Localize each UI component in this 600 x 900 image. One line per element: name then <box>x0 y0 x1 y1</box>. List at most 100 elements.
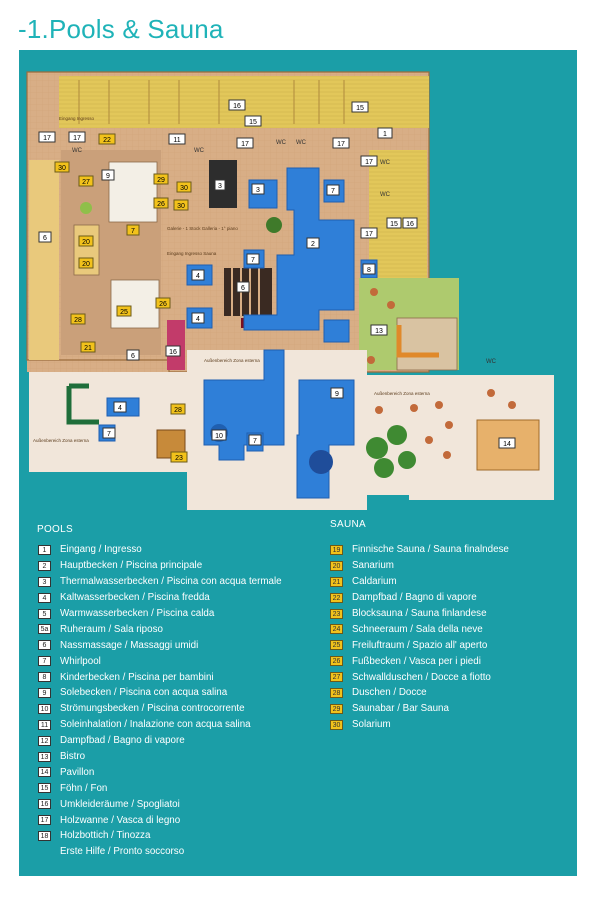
legend-label: Dampfbad / Bagno di vapore <box>352 592 477 604</box>
legend-label: Duschen / Docce <box>352 687 427 699</box>
map-badge-sauna: 22 23 27 30 20 20 21 28 25 7 29 26 30 30… <box>54 133 192 463</box>
legend-label: Eingang / Ingresso <box>60 544 142 556</box>
legend-label: Saunabar / Bar Sauna <box>352 703 449 715</box>
legend-label: Pavillon <box>60 766 95 778</box>
svg-text:4: 4 <box>118 405 122 412</box>
svg-text:15: 15 <box>356 105 364 112</box>
svg-text:15: 15 <box>249 119 257 126</box>
legend-label: Caldarium <box>352 576 397 588</box>
svg-text:1: 1 <box>383 131 387 138</box>
legend-item: 23 Blocksauna / Sauna finlandese <box>330 606 509 622</box>
wc-label: WC <box>276 140 287 146</box>
svg-text:21: 21 <box>84 345 92 352</box>
changing-magenta <box>167 320 185 370</box>
legend-number-badge: 26 <box>330 656 343 667</box>
legend-item: Erste Hilfe / Pronto soccorso <box>38 844 282 860</box>
svg-text:16: 16 <box>233 103 241 110</box>
legend-number-badge: 19 <box>330 544 343 555</box>
legend-label: Sanarium <box>352 560 394 572</box>
legend-label: Dampfbad / Bagno di vapore <box>60 735 185 747</box>
legend-label: Blocksauna / Sauna finlandese <box>352 608 487 619</box>
legend-number-badge: 22 <box>330 592 343 603</box>
legend-number-badge: 30 <box>330 719 343 730</box>
svg-text:7: 7 <box>107 431 111 438</box>
wc-label: WC <box>194 148 205 154</box>
legend-label: Schwallduschen / Docce a fiotto <box>352 671 491 683</box>
svg-text:4: 4 <box>196 273 200 280</box>
legend-number-badge: 8 <box>38 672 51 683</box>
svg-text:26: 26 <box>157 201 165 208</box>
legend-item: 7 Whirlpool <box>38 653 282 669</box>
legend-label: Ruheraum / Sala riposo <box>60 623 163 635</box>
legend-number-badge: 29 <box>330 703 343 714</box>
legend-number-badge: 28 <box>330 687 343 698</box>
legend-label: Schneeraum / Sala della neve <box>352 623 483 635</box>
svg-text:30: 30 <box>58 165 66 172</box>
legend-item: 5 Warmwasserbecken / Piscina calda <box>38 606 282 622</box>
svg-text:17: 17 <box>365 159 373 166</box>
svg-text:17: 17 <box>337 141 345 148</box>
wc-label: WC <box>296 140 307 146</box>
tree-icon <box>366 437 388 459</box>
legend-number-badge: 9 <box>38 687 51 698</box>
corridor-left <box>29 160 59 360</box>
svg-text:7: 7 <box>253 438 257 445</box>
legend-label: Nassmassage / Massaggi umidi <box>60 639 199 651</box>
legend-number-badge: 7 <box>38 656 51 667</box>
palm-icon <box>80 202 92 214</box>
svg-text:9: 9 <box>335 391 339 398</box>
gallery-label: Galerie - 1 Stock Galleria - 1° piano <box>167 226 238 231</box>
legend-number-badge: 10 <box>38 703 51 714</box>
legend-number-badge: 23 <box>330 608 343 619</box>
wc-label: WC <box>72 148 83 154</box>
svg-text:23: 23 <box>175 455 183 462</box>
legend-number-badge: 5 <box>38 608 51 619</box>
svg-text:13: 13 <box>375 328 383 335</box>
legend-number-badge: 16 <box>38 799 51 810</box>
legend-label: Warmwasserbecken / Piscina calda <box>60 608 215 619</box>
legend-number-badge: 3 <box>38 576 51 587</box>
svg-text:9: 9 <box>106 173 110 180</box>
wc-label: WC <box>380 192 391 198</box>
tree-icon <box>387 425 407 445</box>
legend-item: 22 Dampfbad / Bagno di vapore <box>330 590 509 606</box>
svg-text:3: 3 <box>218 183 222 190</box>
svg-text:28: 28 <box>174 407 182 414</box>
outdoor-sauna-label: Außenbereich Zona esterna <box>374 391 430 396</box>
legend-number-badge: 25 <box>330 640 343 651</box>
legend-number-badge: 15 <box>38 783 51 794</box>
svg-text:17: 17 <box>365 231 373 238</box>
svg-text:25: 25 <box>120 309 128 316</box>
tree-icon <box>374 458 394 478</box>
legend-number-badge <box>38 847 51 857</box>
svg-text:17: 17 <box>241 141 249 148</box>
svg-text:8: 8 <box>367 267 371 274</box>
map-badge-pools: 1 2 3 3 4 4 4 6 6 6 7 7 7 7 8 9 9 10 11 … <box>38 99 516 449</box>
legend-number-badge: 12 <box>38 735 51 746</box>
svg-text:4: 4 <box>196 316 200 323</box>
svg-text:30: 30 <box>180 185 188 192</box>
legend-item: 28 Duschen / Docce <box>330 685 509 701</box>
legend-label: Whirlpool <box>60 655 101 667</box>
bistro <box>396 317 458 371</box>
legend-number-badge: 24 <box>330 624 343 635</box>
legend-number-badge: 5a <box>38 624 51 635</box>
entrance-label: Eingang Ingresso <box>59 116 95 121</box>
wc-label: WC <box>486 359 497 365</box>
svg-text:14: 14 <box>503 441 511 448</box>
legend-number-badge: 17 <box>38 815 51 826</box>
sauna-heading: SAUNA <box>330 519 366 530</box>
svg-text:30: 30 <box>177 203 185 210</box>
